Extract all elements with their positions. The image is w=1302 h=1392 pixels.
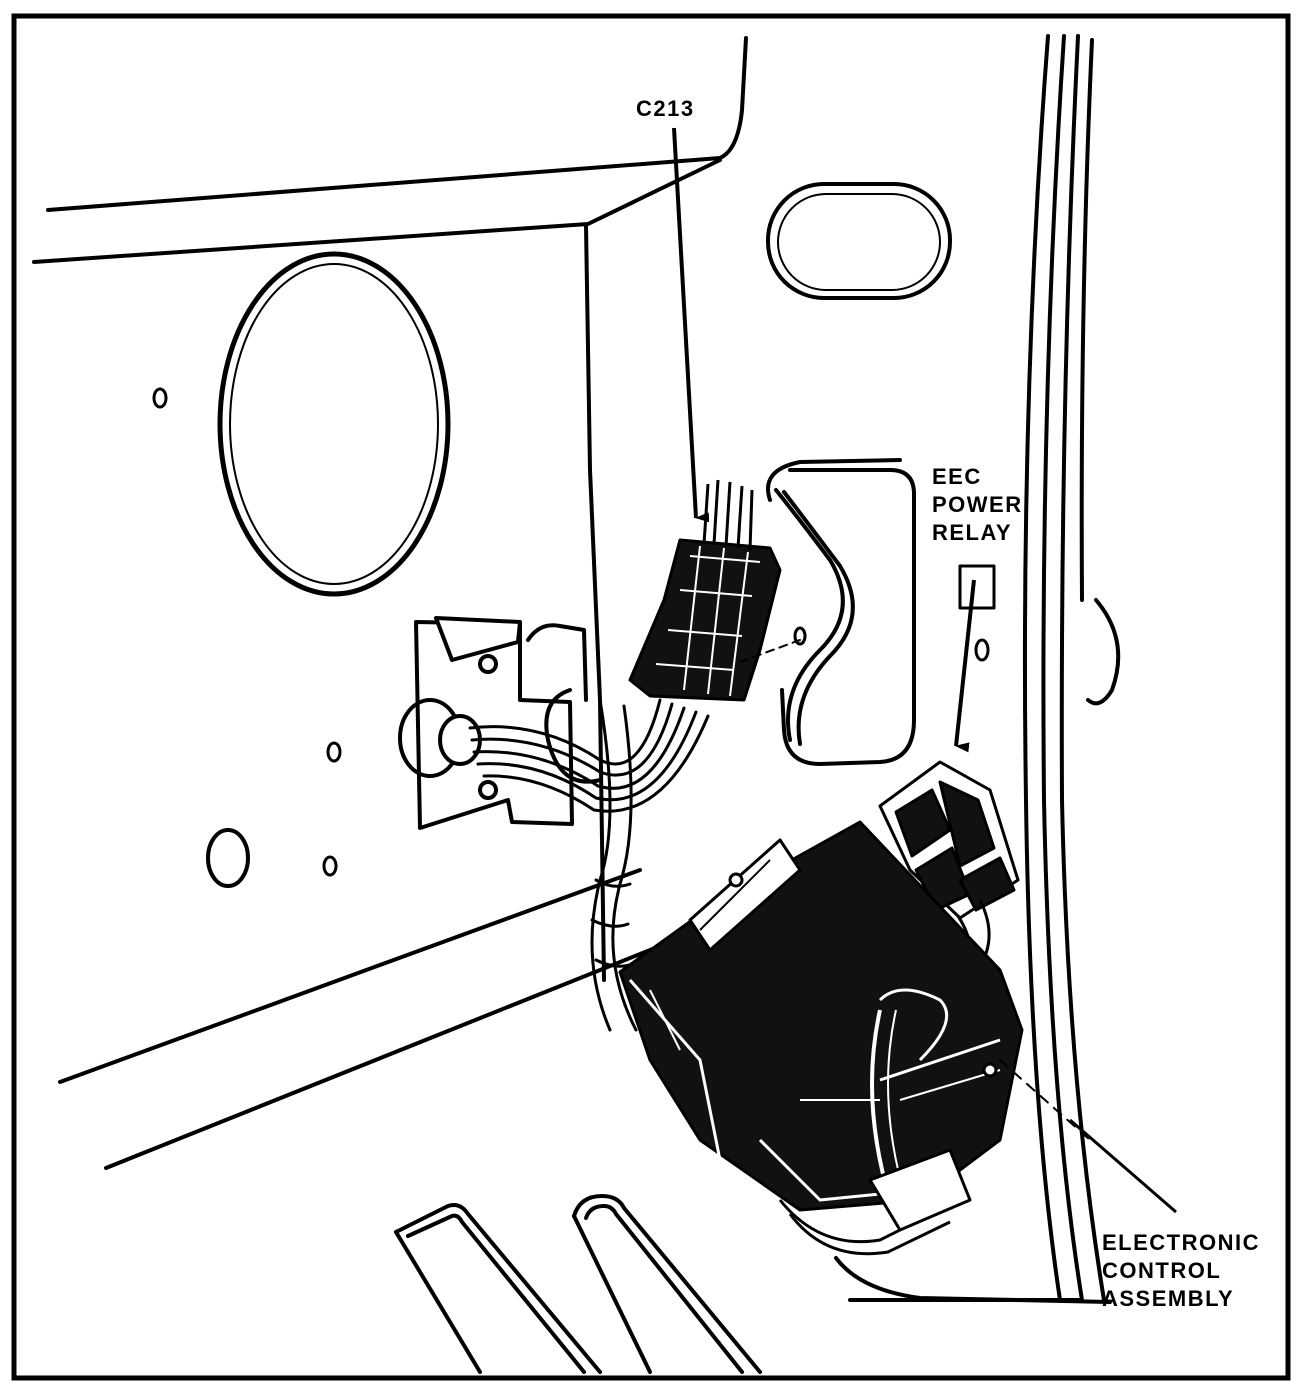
wire-bundle [468, 698, 710, 1032]
eca-label-line1: ELECTRONIC [1102, 1230, 1260, 1255]
leader-lines [672, 127, 1177, 1214]
oval-opening [217, 251, 451, 597]
eca-label-line3: ASSEMBLY [1102, 1286, 1234, 1311]
electronic-control-assembly [618, 820, 1024, 1256]
mounting-holes [152, 387, 990, 888]
eec-relay-label-line3: RELAY [932, 520, 1012, 545]
eec-relay-label-line1: EEC [932, 464, 982, 489]
c213-label: C213 [636, 96, 695, 121]
wire-bracket [398, 616, 602, 830]
dash-panel [32, 34, 1121, 1304]
eec-relay-leader-arrow [954, 579, 976, 753]
c213-connector [628, 479, 782, 702]
middle-opening [766, 458, 916, 766]
c213-leader-arrow [672, 127, 710, 523]
eca-mount-dashline [999, 1059, 1091, 1141]
floor-vents [394, 1194, 762, 1374]
c213-mount-dashline [739, 639, 801, 663]
upper-rounded-opening [766, 182, 952, 300]
eca-leader-line [1069, 1118, 1177, 1214]
eca-label-line2: CONTROL [1102, 1258, 1221, 1283]
eec-relay-label-line2: POWER [932, 492, 1023, 517]
eec-relay-clip [958, 564, 996, 610]
